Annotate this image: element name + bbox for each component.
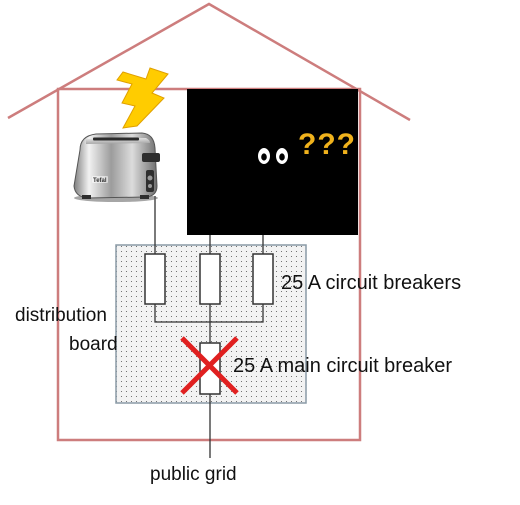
eyes-icon xyxy=(258,148,288,164)
question-marks: ??? xyxy=(298,128,356,161)
house-roof xyxy=(7,2,411,122)
main-circuit-breaker-label: 25 A main circuit breaker xyxy=(233,355,452,377)
circuit-breakers-label: 25 A circuit breakers xyxy=(281,272,462,294)
circuit-breaker-2 xyxy=(199,253,221,305)
circuit-breaker-3 xyxy=(252,253,274,305)
toaster-brand-label: Tefal xyxy=(93,178,107,184)
circuit-breakers xyxy=(144,253,274,305)
public-grid-label: public grid xyxy=(150,464,237,485)
dark-room xyxy=(187,89,358,235)
wiring xyxy=(154,196,264,458)
distribution-board-label-line1: distribution xyxy=(15,305,107,326)
lightning-bolt-icon xyxy=(116,67,169,129)
wire-bus xyxy=(154,304,264,323)
circuit-breaker-1 xyxy=(144,253,166,305)
cross-icon xyxy=(180,336,239,395)
distribution-board-label-line2: board xyxy=(69,334,118,355)
toaster-icon: Tefal xyxy=(73,132,160,202)
